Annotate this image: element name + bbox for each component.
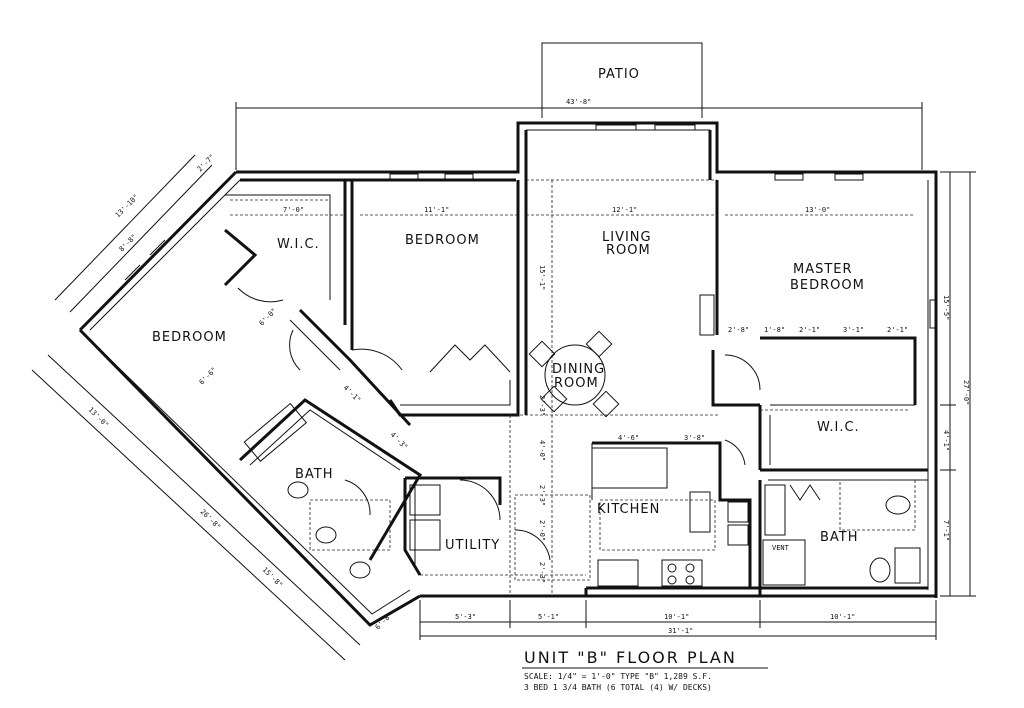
- dim-bedroom-width: 11'-1": [424, 206, 449, 214]
- room-labels: W.I.C. BEDROOM LIVING ROOM MASTER BEDROO…: [152, 230, 865, 553]
- dim-dining-a: 2'-3": [538, 395, 546, 416]
- room-label-bedroom-top: BEDROOM: [405, 233, 480, 248]
- plan-title: UNIT "B" FLOOR PLAN: [524, 648, 737, 667]
- dim-kitchen-e: 2'-3": [538, 562, 546, 583]
- dim-wic-right-depth: 4'-1": [942, 430, 950, 451]
- dim-wic-width: 7'-0": [283, 206, 304, 214]
- dim-angled-a: 2'-7": [196, 153, 217, 174]
- dim-master-width: 13'-0": [805, 206, 830, 214]
- dim-closet-2: 1'-8": [764, 326, 785, 334]
- dim-bottom-c: 10'-1": [664, 613, 689, 621]
- dim-bottom-total: 31'-1": [668, 627, 693, 635]
- right-dimensions: 15'-5" 27'-0" 4'-1" 7'-1": [940, 171, 976, 597]
- dim-living-depth: 15'-1": [538, 265, 546, 290]
- plan-scale-line: SCALE: 1/4" = 1'-0" TYPE "B" 1,289 S.F.: [524, 672, 712, 681]
- dim-living-width: 12'-1": [612, 206, 637, 214]
- vent-label: VENT: [772, 544, 790, 552]
- dining-table: [528, 330, 620, 418]
- dim-bottom-d: 10'-1": [830, 613, 855, 621]
- dim-kitchen-a: 4'-6": [618, 434, 639, 442]
- dim-angled-j: 4'-3": [389, 431, 410, 452]
- room-label-dining-1: DINING: [552, 362, 605, 377]
- dim-overall-right: 27'-0": [962, 380, 970, 405]
- room-label-wic-right: W.I.C.: [817, 420, 860, 435]
- room-label-master-2: BEDROOM: [790, 278, 865, 293]
- room-label-bath-left: BATH: [295, 467, 334, 482]
- dim-bath-right-depth: 7'-1": [942, 520, 950, 541]
- dim-closet-4: 3'-1": [843, 326, 864, 334]
- dim-angled-k: 6'-6": [198, 366, 219, 387]
- dim-kitchen-b: 3'-8": [684, 434, 705, 442]
- doors: [237, 287, 821, 561]
- title-block: UNIT "B" FLOOR PLAN SCALE: 1/4" = 1'-0" …: [522, 648, 768, 692]
- room-label-master-1: MASTER: [793, 262, 853, 277]
- room-label-utility: UTILITY: [445, 538, 500, 553]
- dim-bottom-b: 5'-1": [538, 613, 559, 621]
- dim-overall-top: 43'-8": [566, 98, 591, 106]
- room-label-living-1: LIVING: [602, 230, 652, 245]
- windows: [124, 124, 937, 329]
- room-label-living-2: ROOM: [606, 243, 651, 258]
- room-label-bedroom-left: BEDROOM: [152, 330, 227, 345]
- room-label-dining-2: ROOM: [554, 376, 599, 391]
- room-label-bath-right: BATH: [820, 530, 859, 545]
- dim-angled-i: 4'-1": [342, 384, 363, 405]
- dim-bottom-a: 5'-3": [455, 613, 476, 621]
- dim-master-depth: 15'-5": [942, 295, 950, 320]
- dim-kitchen-c: 2'-3": [538, 485, 546, 506]
- dashed-lines: [230, 179, 916, 596]
- plan-bed-bath-line: 3 BED 1 3/4 BATH (6 TOTAL (4) W/ DECKS): [524, 683, 712, 692]
- dim-closet-3: 2'-1": [799, 326, 820, 334]
- top-dimension: 43'-8": [235, 98, 923, 170]
- interior-walls: [223, 180, 928, 596]
- dim-dining-b: 4'-0": [538, 440, 546, 461]
- exterior-walls: [78, 121, 938, 627]
- fixtures: [243, 294, 921, 587]
- patio: PATIO: [541, 42, 703, 118]
- room-label-patio: PATIO: [598, 67, 640, 82]
- dim-kitchen-d: 2'-0": [538, 520, 546, 541]
- bottom-dimensions: 5'-3" 5'-1" 10'-1" 10'-1" 31'-1": [419, 600, 937, 640]
- room-label-kitchen: KITCHEN: [597, 502, 660, 517]
- dim-angled-g: 15'-8": [261, 566, 285, 590]
- room-dimensions: 7'-0" 11'-1" 12'-1" 13'-0" 15'-1" 2'-8" …: [283, 206, 908, 583]
- dim-closet-5: 2'-1": [887, 326, 908, 334]
- dim-angled-d: 6'-0": [258, 307, 279, 328]
- dim-angled-c: 8'-8": [118, 233, 139, 254]
- dim-closet-1: 2'-8": [728, 326, 749, 334]
- room-label-wic-left: W.I.C.: [277, 237, 320, 252]
